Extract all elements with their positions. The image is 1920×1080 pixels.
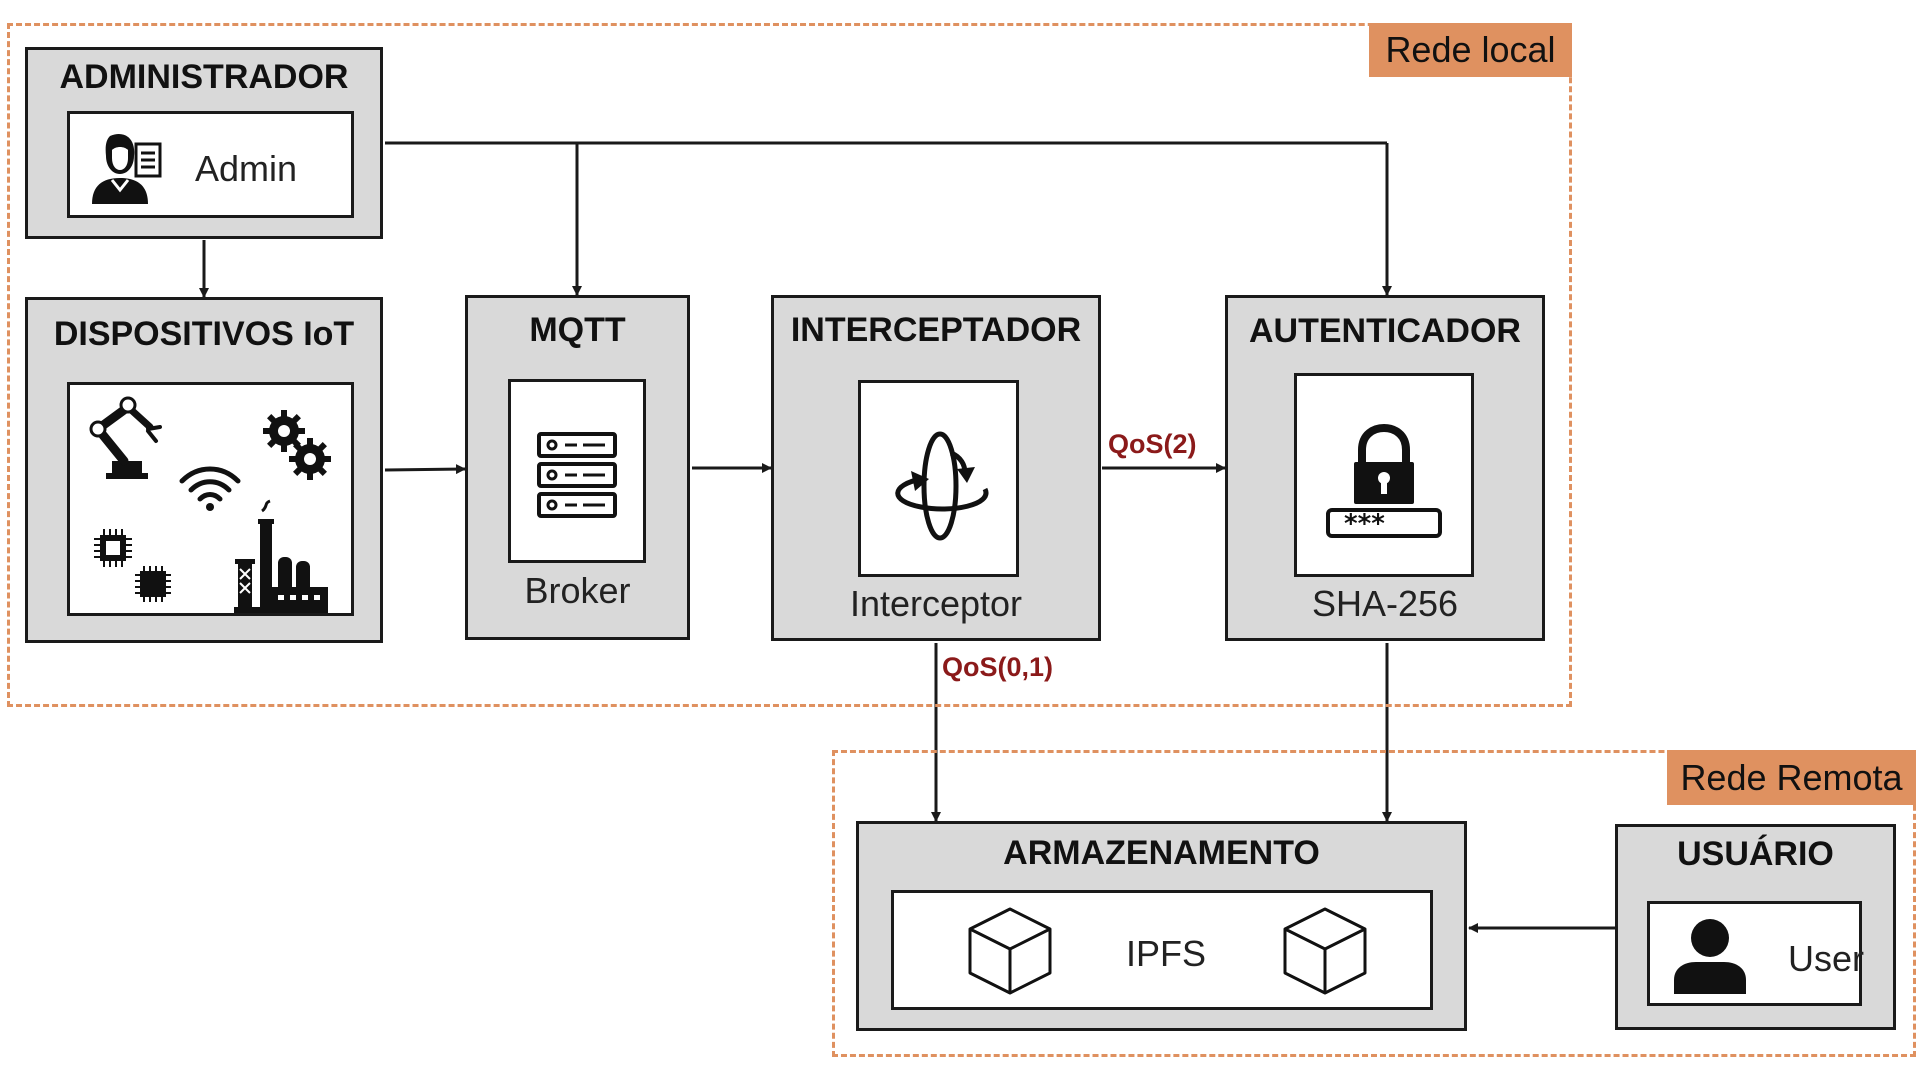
gears-icon — [263, 410, 331, 480]
zone-local-label: Rede local — [1369, 23, 1572, 77]
admin-label: Admin — [195, 148, 298, 189]
interceptor-block: INTERCEPTADOR Interceptor — [771, 295, 1101, 641]
password-mask: ***_ — [1344, 509, 1398, 539]
wifi-icon — [179, 466, 241, 511]
administrator-title: ADMINISTRADOR — [59, 58, 349, 96]
user-title: USUÁRIO — [1677, 835, 1834, 873]
storage-title: ARMAZENAMENTO — [1003, 834, 1320, 872]
cube-icon — [968, 907, 1052, 995]
server-stack-icon — [537, 432, 617, 518]
interceptor-label: Interceptor — [849, 583, 1023, 624]
iot-devices-block: DISPOSITIVOS IoT — [25, 297, 383, 643]
mqtt-panel — [508, 379, 646, 563]
robot-arm-icon — [89, 396, 162, 479]
arrow-iot-to-mqtt — [384, 464, 466, 475]
user-block: USUÁRIO User — [1615, 824, 1896, 1030]
factory-icon — [234, 499, 328, 613]
authenticator-block: AUTENTICADOR ***_ SHA-256 — [1225, 295, 1545, 641]
iot-devices-title: DISPOSITIVOS IoT — [53, 315, 355, 353]
qos-low-label: QoS(0,1) — [942, 652, 1054, 682]
mqtt-block: MQTT Broker — [465, 295, 690, 640]
chip-icon — [94, 529, 171, 602]
padlock-password-icon: ***_ — [1326, 423, 1442, 539]
administrator-block: ADMINISTRADOR Admin — [25, 47, 383, 239]
interceptor-panel — [858, 380, 1019, 577]
rotate-orbit-icon — [895, 431, 989, 541]
mqtt-title: MQTT — [529, 311, 626, 349]
ipfs-label: IPFS — [1126, 933, 1207, 974]
authenticator-panel: ***_ — [1294, 373, 1474, 577]
interceptor-title: INTERCEPTADOR — [790, 311, 1082, 349]
zone-remote-network — [832, 750, 1916, 1057]
ipfs-panel: IPFS — [891, 890, 1433, 1010]
cube-icon — [1283, 907, 1367, 995]
broker-label: Broker — [524, 570, 631, 611]
user-label: User — [1788, 938, 1865, 979]
zone-local-network — [7, 23, 1572, 707]
person-icon — [1674, 919, 1746, 994]
admin-panel: Admin — [67, 111, 354, 218]
sha256-label: SHA-256 — [1311, 583, 1459, 624]
zone-remote-label: Rede Remota — [1667, 750, 1916, 805]
admin-document-icon — [92, 134, 162, 204]
authenticator-title: AUTENTICADOR — [1249, 312, 1521, 350]
user-panel: User — [1647, 901, 1865, 1006]
qos-high-label: QoS(2) — [1108, 429, 1197, 459]
iot-panel — [67, 382, 354, 616]
storage-block: ARMAZENAMENTO IPFS — [856, 821, 1467, 1031]
